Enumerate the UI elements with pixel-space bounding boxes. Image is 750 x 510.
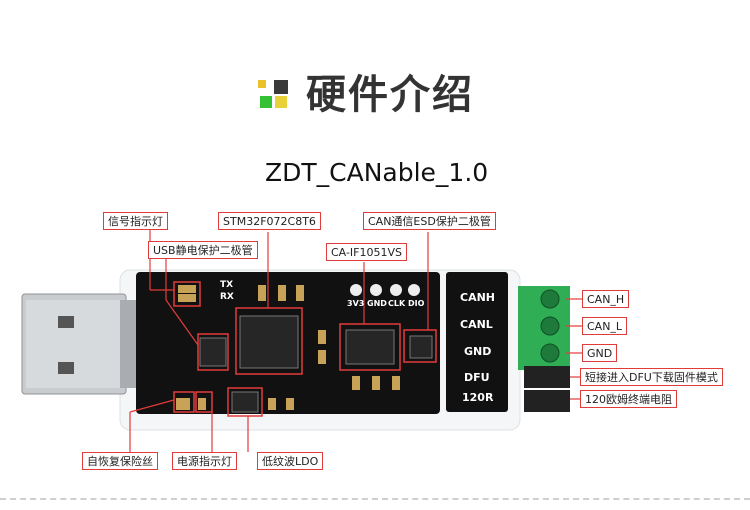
bottom-divider — [0, 498, 750, 500]
callout-signal-led: 信号指示灯 — [103, 212, 168, 230]
usb-hole — [58, 316, 74, 328]
terminal-label-120r: 120R — [462, 391, 494, 404]
pin-label-rx: RX — [220, 292, 234, 302]
callout-can-l: CAN_L — [582, 317, 628, 335]
can-esd-chip — [409, 335, 433, 359]
callout-can-h: CAN_H — [582, 290, 630, 308]
product-name: ZDT_CANable_1.0 — [265, 158, 489, 187]
jumper-header — [524, 390, 570, 412]
callout-ldo: 低纹波LDO — [257, 452, 324, 470]
terminal-label-canh: CANH — [460, 291, 495, 304]
callout-dfu-short: 短接进入DFU下载固件模式 — [580, 368, 723, 386]
terminal-screw — [540, 289, 560, 309]
callout-fuse: 自恢复保险丝 — [82, 452, 158, 470]
terminal-label-canl: CANL — [460, 318, 493, 331]
test-pad — [408, 284, 420, 296]
callout-gnd: GND — [582, 344, 618, 362]
test-pad — [390, 284, 402, 296]
callout-power-led: 电源指示灯 — [172, 452, 237, 470]
terminal-panel — [446, 272, 508, 412]
callout-usb-esd: USB静电保护二极管 — [148, 241, 258, 259]
pin-label-tx: TX — [220, 280, 234, 290]
terminal-label-dfu: DFU — [464, 371, 490, 384]
terminal-screw — [540, 343, 560, 363]
page-title: 硬件介绍 — [306, 72, 474, 118]
terminal-label-gnd: GND — [464, 345, 492, 358]
pin-label-dio: DIO — [408, 299, 425, 308]
callout-transceiver: CA-IF1051VS — [326, 243, 408, 261]
callout-termination: 120欧姆终端电阻 — [580, 390, 677, 408]
ldo-chip — [231, 391, 259, 413]
callout-can-esd: CAN通信ESD保护二极管 — [363, 212, 496, 230]
pin-label-gnd: GND — [367, 299, 387, 308]
transceiver-chip — [345, 329, 395, 365]
mcu-chip — [239, 315, 299, 369]
logo-square-yellow — [258, 80, 266, 88]
pin-label-clk: CLK — [388, 299, 406, 308]
logo-square-green — [260, 96, 272, 108]
test-pad — [350, 284, 362, 296]
logo-square-lightyellow — [275, 96, 287, 108]
usb-hole — [58, 362, 74, 374]
terminal-screw — [540, 316, 560, 336]
pin-label-3v3: 3V3 — [347, 299, 365, 308]
jumper-header — [524, 366, 570, 388]
header-logo-icon — [258, 80, 290, 110]
logo-square-dark — [274, 80, 288, 94]
usb-esd-chip — [199, 337, 227, 367]
callout-mcu: STM32F072C8T6 — [218, 212, 321, 230]
test-pad — [370, 284, 382, 296]
